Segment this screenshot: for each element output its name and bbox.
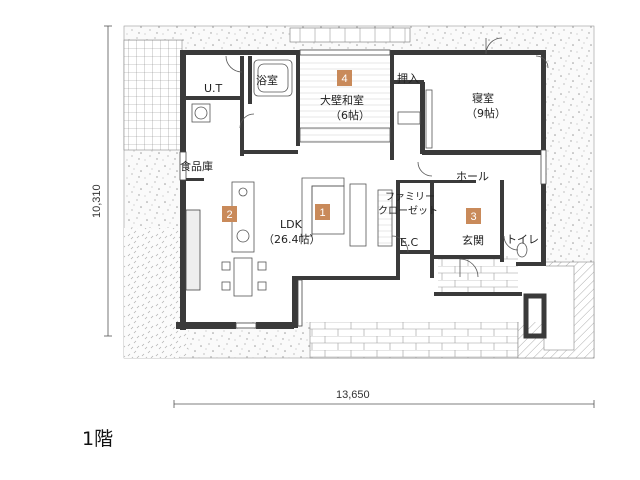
badge-1: 1 bbox=[315, 204, 330, 220]
dimension-width: 13,650 bbox=[336, 389, 370, 401]
room-family-closet-line1: ファミリー bbox=[385, 192, 435, 203]
room-pantry: 食品庫 bbox=[180, 159, 213, 173]
washer bbox=[191, 103, 211, 123]
dimension-vertical: 10,310 bbox=[91, 25, 112, 337]
room-toilet: トイレ bbox=[506, 233, 539, 246]
badge-3: 3 bbox=[466, 208, 481, 224]
wall-north-a bbox=[180, 50, 298, 55]
room-bedroom-name: 寝室 bbox=[472, 91, 494, 105]
badge-4: 4 bbox=[337, 70, 352, 86]
floor-title: 1階 bbox=[82, 428, 114, 450]
dimension-horizontal: 13,650 bbox=[173, 389, 595, 408]
dimension-depth: 10,310 bbox=[91, 184, 103, 218]
north-fence bbox=[289, 27, 411, 43]
walls bbox=[176, 50, 547, 339]
windows bbox=[179, 49, 547, 329]
wall-north-b bbox=[392, 50, 546, 55]
wall-west-lower bbox=[180, 180, 186, 330]
room-ldk-size: （26.4帖） bbox=[263, 233, 321, 246]
lawn-left-lower bbox=[124, 228, 180, 358]
room-badges: 1 2 3 4 bbox=[222, 70, 481, 224]
bathtub bbox=[253, 59, 293, 97]
window-east bbox=[540, 149, 547, 185]
room-oshiire: 押入 bbox=[397, 71, 419, 85]
kitchen-counter-back bbox=[185, 209, 201, 291]
window-west bbox=[179, 151, 187, 181]
room-labels: U.T 浴室 食品庫 LDK （26.4帖） 大壁和室 （6帖） 押入 寝室 （… bbox=[180, 71, 539, 249]
room-family-closet-line2: クローゼット bbox=[378, 205, 438, 217]
deck-grid bbox=[123, 39, 183, 151]
svg-text:2: 2 bbox=[226, 209, 232, 221]
room-ldk-name: LDK bbox=[280, 218, 303, 231]
wall-south-a bbox=[176, 322, 236, 329]
room-ec: E.C bbox=[400, 236, 418, 249]
svg-text:1: 1 bbox=[319, 207, 325, 219]
tv-board bbox=[349, 183, 367, 247]
room-entrance: 玄関 bbox=[462, 233, 484, 247]
window-south bbox=[235, 322, 257, 329]
building-interior bbox=[184, 52, 546, 322]
wall-east-lower bbox=[541, 184, 546, 262]
room-hall: ホール bbox=[456, 170, 489, 183]
wall-east-upper bbox=[541, 50, 546, 150]
svg-text:3: 3 bbox=[470, 211, 476, 223]
room-ut: U.T bbox=[204, 82, 223, 95]
wall-south-b bbox=[256, 322, 294, 329]
room-washitsu-size: （6帖） bbox=[330, 109, 370, 122]
window-washitsu bbox=[299, 49, 391, 56]
fixtures bbox=[191, 59, 528, 297]
svg-text:4: 4 bbox=[341, 73, 347, 85]
toilet-bowl bbox=[516, 242, 528, 258]
dining-table bbox=[233, 257, 253, 297]
wall-west-upper bbox=[180, 52, 186, 152]
room-bedroom-size: （9帖） bbox=[466, 107, 506, 120]
coffee-table bbox=[311, 185, 345, 235]
room-washitsu-name: 大壁和室 bbox=[320, 93, 364, 107]
door-swings bbox=[225, 37, 549, 278]
room-bath: 浴室 bbox=[256, 73, 278, 87]
badge-2: 2 bbox=[222, 206, 237, 222]
